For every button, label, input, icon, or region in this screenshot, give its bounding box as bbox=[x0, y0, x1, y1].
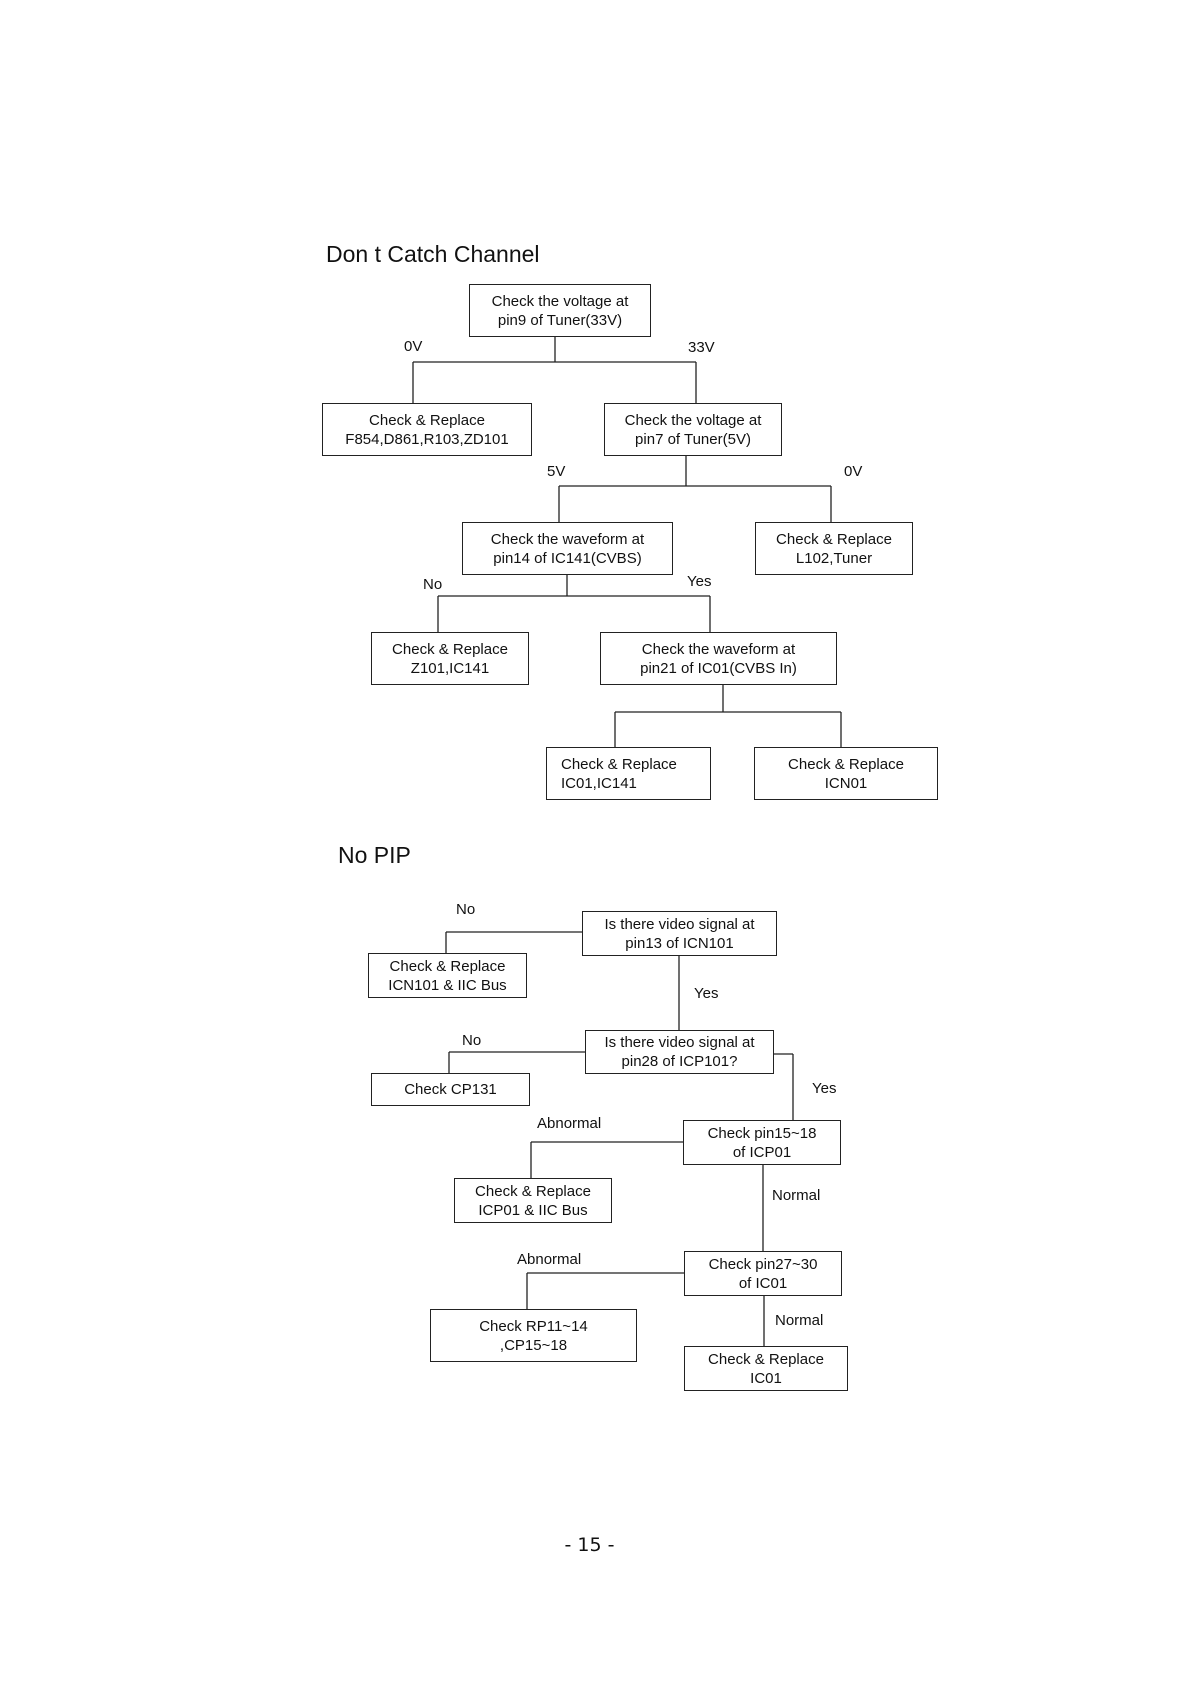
node-text: Check the waveform at bbox=[641, 640, 796, 658]
node-text: pin13 of ICN101 bbox=[625, 934, 734, 952]
branch-label-yes: Yes bbox=[687, 573, 712, 590]
node-replace-l102: Check & Replace L102,Tuner bbox=[755, 522, 913, 575]
branch-label-33v: 33V bbox=[688, 339, 715, 356]
node-text: Is there video signal at bbox=[604, 1034, 755, 1051]
node-text: Z101,IC141 bbox=[410, 659, 490, 677]
node-replace-icp01: Check & Replace ICP01 & IIC Bus bbox=[454, 1178, 612, 1223]
node-check-voltage-pin9: Check the voltage at pin9 of Tuner(33V) bbox=[469, 284, 651, 337]
branch-label-abnormal: Abnormal bbox=[537, 1115, 602, 1132]
branch-label-5v: 5V bbox=[547, 463, 566, 480]
node-text: ICN101 & IIC Bus bbox=[388, 976, 507, 994]
branch-label-abnormal: Abnormal bbox=[517, 1251, 582, 1268]
node-text: pin7 of Tuner(5V) bbox=[635, 430, 751, 448]
node-check-voltage-pin7: Check the voltage at pin7 of Tuner(5V) bbox=[604, 403, 782, 456]
branch-label-0v: 0V bbox=[844, 463, 863, 480]
node-check-waveform-pin14: Check the waveform at pin14 of IC141(CVB… bbox=[462, 522, 673, 575]
node-check-pin15-18: Check pin15~18 of ICP01 bbox=[683, 1120, 841, 1165]
branch-label-no: No bbox=[456, 901, 476, 918]
node-text: pin9 of Tuner(33V) bbox=[497, 311, 623, 329]
node-text: Check & Replace bbox=[776, 530, 892, 548]
node-replace-z101: Check & Replace Z101,IC141 bbox=[371, 632, 529, 685]
node-text: Check the voltage at bbox=[491, 292, 629, 310]
node-text: Check & Replace bbox=[389, 957, 506, 975]
node-video-signal-pin13: Is there video signal at pin13 of ICN101 bbox=[582, 911, 777, 956]
node-text: Check pin15~18 bbox=[707, 1124, 817, 1142]
node-text: pin14 of IC141(CVBS) bbox=[493, 549, 642, 567]
branch-label-no: No bbox=[462, 1032, 482, 1049]
branch-label-0v: 0V bbox=[404, 338, 423, 355]
node-video-signal-pin28: Is there video signal at pin28 of ICP101… bbox=[585, 1030, 774, 1074]
node-text: ICP01 & IIC Bus bbox=[478, 1201, 588, 1219]
node-text: pin28 of ICP101? bbox=[621, 1053, 738, 1070]
node-check-pin27-30: Check pin27~30 of IC01 bbox=[684, 1251, 842, 1296]
node-replace-f854: Check & Replace F854,D861,R103,ZD101 bbox=[322, 403, 532, 456]
page-number: - 15 - bbox=[564, 1534, 615, 1556]
node-replace-ic01: Check & Replace IC01 bbox=[684, 1346, 848, 1391]
node-text: Check & Replace bbox=[561, 755, 677, 773]
branch-label-normal: Normal bbox=[772, 1187, 821, 1204]
node-text: ,CP15~18 bbox=[499, 1336, 568, 1354]
node-text: F854,D861,R103,ZD101 bbox=[345, 430, 509, 448]
node-text: Check CP131 bbox=[404, 1081, 497, 1098]
branch-label-yes: Yes bbox=[812, 1080, 837, 1097]
node-text: Check pin27~30 bbox=[708, 1255, 818, 1273]
branch-label-no: No bbox=[423, 576, 443, 593]
node-check-cp131: Check CP131 bbox=[371, 1073, 530, 1106]
node-text: Check & Replace bbox=[392, 640, 508, 658]
node-text: IC01 bbox=[750, 1369, 782, 1387]
node-replace-icn01: Check & Replace ICN01 bbox=[754, 747, 938, 800]
node-replace-ic01-ic141: Check & Replace IC01,IC141 bbox=[546, 747, 711, 800]
node-text: Check & Replace bbox=[708, 1350, 824, 1368]
branch-label-yes: Yes bbox=[694, 985, 719, 1002]
section-title-no-pip: No PIP bbox=[338, 842, 411, 868]
section-title-dont-catch-channel: Don t Catch Channel bbox=[326, 241, 540, 267]
node-text: of IC01 bbox=[738, 1274, 788, 1292]
node-check-rp11-14: Check RP11~14 ,CP15~18 bbox=[430, 1309, 637, 1362]
node-text: of ICP01 bbox=[732, 1143, 792, 1161]
node-text: L102,Tuner bbox=[795, 549, 873, 567]
node-text: Check the waveform at bbox=[490, 530, 645, 548]
node-text: Check & Replace bbox=[788, 755, 904, 773]
node-text: IC01,IC141 bbox=[561, 774, 637, 792]
node-text: Check RP11~14 bbox=[479, 1317, 588, 1335]
node-replace-icn101: Check & Replace ICN101 & IIC Bus bbox=[368, 953, 527, 998]
node-text: ICN01 bbox=[824, 774, 868, 792]
branch-label-normal: Normal bbox=[775, 1312, 824, 1329]
node-text: pin21 of IC01(CVBS In) bbox=[640, 659, 797, 677]
node-check-waveform-pin21: Check the waveform at pin21 of IC01(CVBS… bbox=[600, 632, 837, 685]
node-text: Check & Replace bbox=[369, 411, 485, 429]
node-text: Is there video signal at bbox=[604, 915, 755, 933]
node-text: Check & Replace bbox=[475, 1182, 591, 1200]
node-text: Check the voltage at bbox=[624, 411, 762, 429]
